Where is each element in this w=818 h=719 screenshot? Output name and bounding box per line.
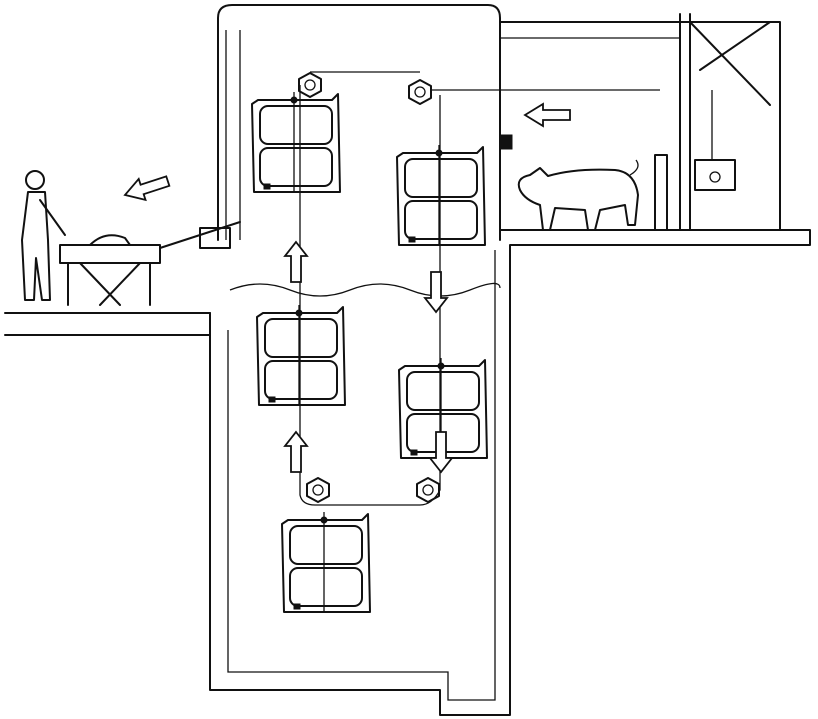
receiving-table — [59, 234, 161, 306]
cage-top-right — [396, 144, 486, 246]
cage-bottom — [281, 511, 371, 613]
entry-frame — [499, 13, 781, 231]
break-line — [229, 282, 501, 297]
arrow-down-icon — [424, 271, 448, 313]
sprocket-icon — [306, 477, 330, 503]
sprockets — [298, 72, 440, 503]
operator — [21, 170, 66, 301]
sprocket-icon — [416, 477, 440, 503]
arrow-up-icon — [284, 241, 308, 283]
arrow-up-icon — [284, 431, 308, 473]
elevator-housing — [159, 4, 501, 249]
arrow-left-icon — [524, 103, 571, 127]
flow-arrows — [120, 103, 571, 473]
sprocket-icon — [298, 72, 322, 98]
sprocket-icon — [408, 79, 432, 105]
cage-mid-left — [256, 304, 346, 406]
arrow-left-icon — [120, 169, 173, 207]
conveyor-chain — [299, 71, 660, 506]
cage-top-left — [251, 91, 341, 193]
ground-and-shaft — [4, 229, 811, 716]
cages — [251, 91, 488, 613]
pig — [517, 159, 639, 231]
